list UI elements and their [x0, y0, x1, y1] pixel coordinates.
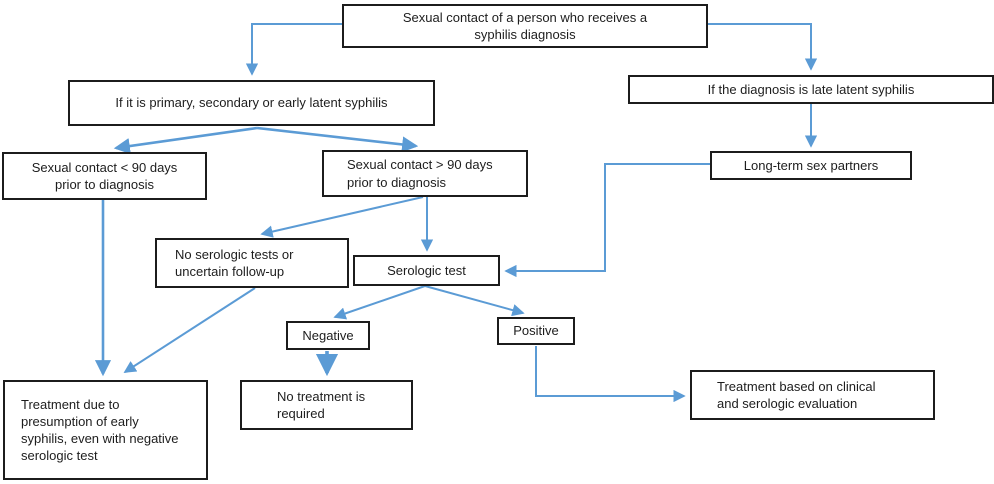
connector-source-late — [708, 23, 818, 71]
node-contact-over-90-days: Sexual contact > 90 days prior to diagno… — [322, 150, 528, 197]
node-late-latent-syphilis: If the diagnosis is late latent syphilis — [628, 75, 994, 104]
node-negative-result: Negative — [286, 321, 370, 350]
node-treatment-presumption: Treatment due to presumption of early sy… — [3, 380, 208, 480]
connector-gt90-noserologic — [260, 196, 424, 238]
node-contact-under-90-days: Sexual contact < 90 days prior to diagno… — [2, 152, 207, 200]
connector-serologic-negative — [333, 285, 426, 320]
node-treatment-clinical-evaluation: Treatment based on clinical and serologi… — [690, 370, 935, 420]
node-early-syphilis: If it is primary, secondary or early lat… — [68, 80, 435, 126]
connector-noserologic-treat-presumption — [123, 287, 256, 373]
connector-early-lt90 — [113, 126, 258, 155]
node-positive-result: Positive — [497, 317, 575, 345]
connector-positive-treat-clinical — [535, 346, 686, 403]
node-no-serologic-tests: No serologic tests or uncertain follow-u… — [155, 238, 349, 288]
connector-longterm-serologic — [504, 163, 710, 278]
connector-serologic-positive — [424, 285, 525, 317]
connector-source-early — [245, 23, 342, 76]
connector-early-gt90 — [256, 126, 419, 153]
node-serologic-test: Serologic test — [353, 255, 500, 286]
node-long-term-partners: Long-term sex partners — [710, 151, 912, 180]
node-no-treatment-required: No treatment is required — [240, 380, 413, 430]
node-source-contact: Sexual contact of a person who receives … — [342, 4, 708, 48]
